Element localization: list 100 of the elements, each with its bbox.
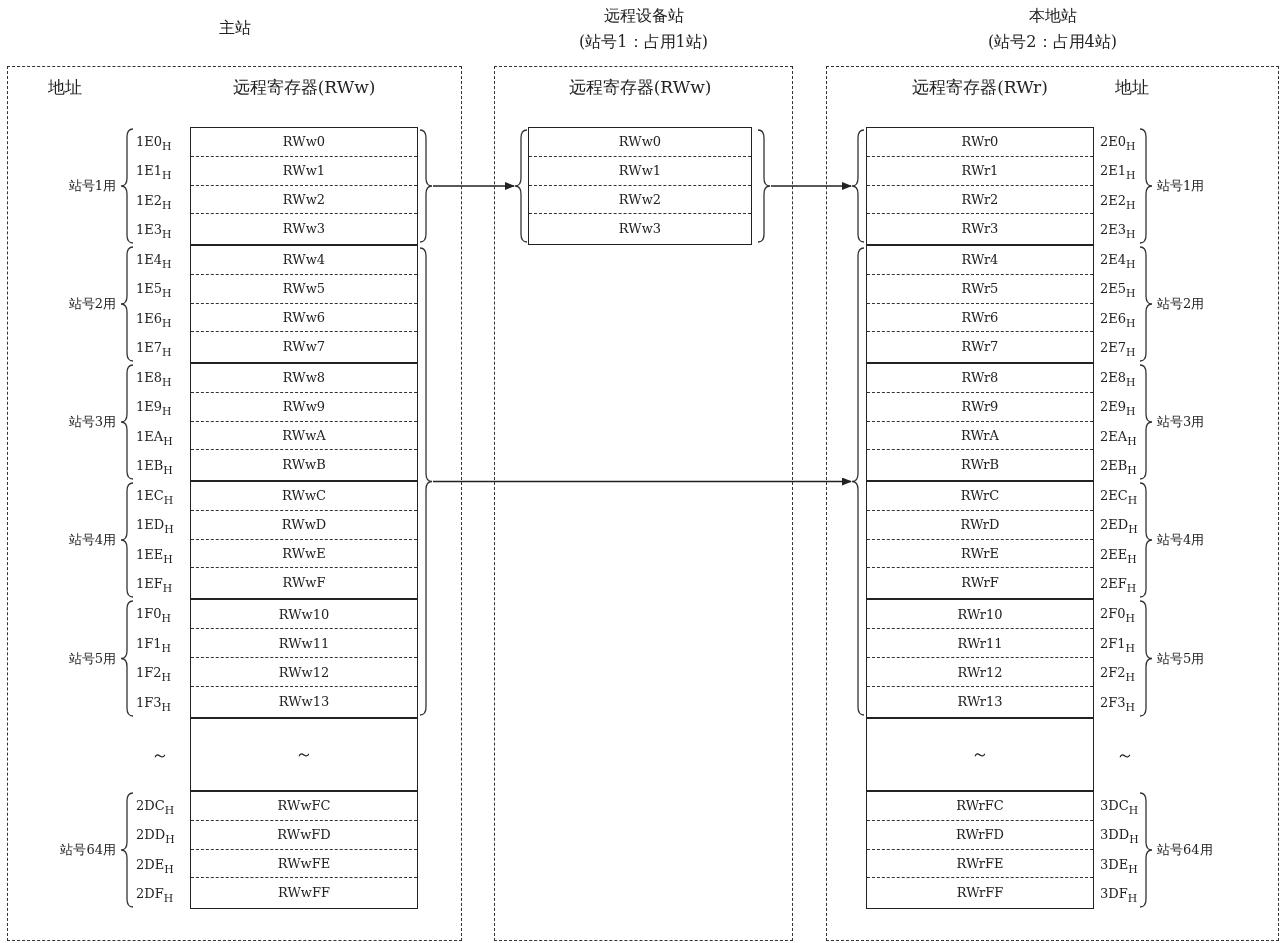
address-text: 2DD$_{H}$: [136, 827, 176, 848]
register-cell-text: RWr7: [960, 338, 1000, 357]
register-cell: RWw5: [191, 274, 417, 304]
address-text: 1E9$_{H}$: [136, 399, 173, 420]
arrow: [432, 477, 852, 486]
address-text: 2E7$_{H}$: [1100, 340, 1137, 361]
panel-title: 主站: [217, 18, 252, 39]
register-cell: RWrFE: [867, 849, 1093, 879]
address-text: 3DD$_{H}$: [1100, 827, 1140, 848]
register-cell-text: RWw7: [281, 338, 327, 357]
register-cell: RWrE: [867, 539, 1093, 569]
register-cell: RWr12: [867, 658, 1093, 687]
station-label: 站号4用: [67, 532, 116, 548]
ellipsis-mark: ～: [970, 742, 990, 766]
register-block: [866, 481, 1094, 599]
address-text: 2DE$_{H}$: [136, 856, 175, 878]
address-text: 2E3$_{H}$: [1100, 222, 1137, 243]
register-block: [866, 718, 1094, 791]
station-label: 站号5用: [1157, 650, 1206, 667]
station-label: 站号1用: [1157, 178, 1206, 194]
column-header: 地址: [1115, 76, 1149, 99]
register-block: [866, 245, 1094, 363]
arrow: [770, 182, 852, 190]
address-text: 1E6$_{H}$: [136, 310, 173, 332]
address-text: 2EE$_{H}$: [1100, 546, 1138, 568]
panel-subtitle: (站号2：占用4站): [987, 32, 1118, 53]
register-block: [190, 245, 418, 363]
register-block: [190, 599, 418, 718]
curly-brace: [420, 247, 433, 716]
register-cell: RWw12: [191, 658, 417, 687]
address-text: 1EF$_{H}$: [136, 576, 174, 597]
address-text: 2DC$_{H}$: [136, 797, 176, 819]
station-label: 站号64用: [59, 842, 116, 858]
register-cell: RWw11: [191, 629, 417, 658]
curly-brace: [420, 129, 433, 243]
register-cell: RWw1: [191, 156, 417, 186]
column-header: 地址: [48, 76, 82, 99]
address-text: 2ED$_{H}$: [1100, 517, 1139, 538]
register-cell-text: RWwF: [281, 574, 327, 593]
curly-brace: [851, 129, 864, 243]
register-cell: RWw2: [529, 185, 751, 215]
station-label: 站号2用: [67, 296, 116, 312]
register-cell: RWw0: [191, 128, 417, 157]
register-cell: RWwFE: [191, 849, 417, 879]
register-cell: RWrD: [867, 510, 1093, 540]
register-cell-text: RWr13: [956, 693, 1004, 711]
address-text: 1F2$_{H}$: [136, 665, 172, 686]
register-cell: RWw1: [529, 156, 751, 186]
address-text: 2E0$_{H}$: [1100, 133, 1137, 155]
ellipsis-mark: ～: [294, 742, 314, 766]
address-text: 1F1$_{H}$: [136, 635, 172, 657]
address-text: 1F0$_{H}$: [136, 605, 172, 627]
address-text: 1ED$_{H}$: [136, 517, 175, 538]
register-cell-text: RWw3: [617, 220, 663, 239]
address-text: 2EA$_{H}$: [1100, 428, 1138, 450]
address-text: 2E9$_{H}$: [1100, 399, 1137, 420]
address-text: 1E3$_{H}$: [136, 222, 173, 243]
register-cell-text: RWwB: [281, 456, 327, 475]
register-cell: RWw8: [191, 364, 417, 393]
register-cell: RWwFD: [191, 820, 417, 850]
register-cell: RWwE: [191, 539, 417, 569]
register-cell: RWwC: [191, 482, 417, 511]
address-text: 2E8$_{H}$: [1100, 369, 1137, 391]
panel-subtitle: (站号1：占用1站): [578, 32, 709, 53]
register-cell: RWrFC: [867, 792, 1093, 821]
address-text: 1F3$_{H}$: [136, 695, 172, 716]
register-cell: RWr10: [867, 600, 1093, 629]
register-block: [866, 791, 1094, 909]
register-cell: RWr0: [867, 128, 1093, 157]
address-text: 1E7$_{H}$: [136, 340, 173, 361]
address-text: 1E1$_{H}$: [136, 163, 173, 184]
register-cell: RWw4: [191, 246, 417, 275]
register-cell: RWrC: [867, 482, 1093, 511]
address-text: 1E5$_{H}$: [136, 281, 173, 302]
column-header: 远程寄存器(RWw): [568, 76, 712, 99]
register-cell: RWw10: [191, 600, 417, 629]
address-text: 2E1$_{H}$: [1100, 163, 1137, 184]
register-cell: RWr11: [867, 629, 1093, 658]
address-text: 1EC$_{H}$: [136, 487, 175, 509]
ellipsis-mark: ～: [1115, 746, 1135, 763]
register-block: [528, 127, 752, 245]
register-cell-text: RWrFF: [955, 884, 1005, 903]
register-cell: RWr9: [867, 392, 1093, 422]
station-label: 站号3用: [67, 414, 116, 430]
address-text: 1E2$_{H}$: [136, 192, 173, 214]
register-cell-text: RWw3: [281, 220, 327, 239]
curly-brace: [851, 247, 864, 716]
station-label: 站号5用: [67, 650, 116, 667]
register-cell: RWr2: [867, 185, 1093, 215]
register-cell: RWw6: [191, 303, 417, 333]
address-text: 2F3$_{H}$: [1100, 695, 1136, 716]
address-text: 2DF$_{H}$: [136, 886, 175, 907]
station-label: 站号1用: [67, 178, 116, 194]
register-block: [190, 718, 418, 791]
address-text: 2F0$_{H}$: [1100, 605, 1136, 627]
register-block: [190, 791, 418, 909]
address-text: 2F1$_{H}$: [1100, 635, 1136, 657]
address-text: 2F2$_{H}$: [1100, 665, 1136, 686]
register-cell: RWw0: [529, 128, 751, 157]
register-cell: RWr8: [867, 364, 1093, 393]
